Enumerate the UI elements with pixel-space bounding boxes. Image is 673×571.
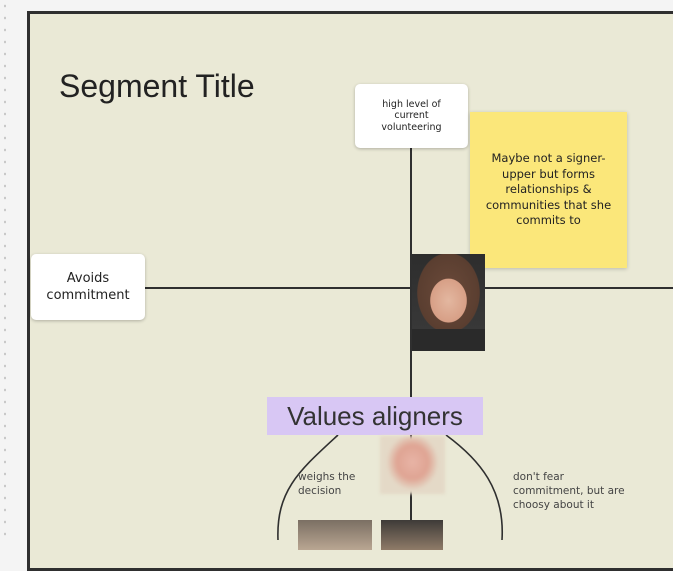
sticky-note-left-axis-text: Avoids commitment [46,271,130,303]
connector-curves [277,434,503,540]
cluster-right-note-text: don't fear commitment, but are choosy ab… [513,471,625,511]
cluster-right-note[interactable]: don't fear commitment, but are choosy ab… [513,470,633,512]
persona-thumbnail-left[interactable] [298,520,372,550]
canvas-dot-grid [0,0,14,540]
cluster-left-note[interactable]: weighs the decision [298,470,378,498]
sticky-note-yellow[interactable]: Maybe not a signer-upper but forms relat… [470,112,627,268]
sticky-note-top-axis[interactable]: high level of current volunteering [355,84,468,148]
segment-title[interactable]: Segment Title [59,68,255,104]
persona-photo[interactable] [412,254,485,351]
cluster-left-note-text: weighs the decision [298,471,356,497]
sticky-note-left-axis[interactable]: Avoids commitment [31,254,145,320]
sticky-note-top-axis-text: high level of current volunteering [381,98,442,133]
right-connector-curve[interactable] [445,434,503,540]
horizontal-axis-line[interactable] [140,287,673,289]
blurred-persona-photo[interactable] [380,436,445,494]
persona-thumbnail-right[interactable] [381,520,443,550]
vertical-axis-line[interactable] [410,148,412,548]
left-connector-curve[interactable] [277,434,339,540]
cluster-label[interactable]: Values aligners [267,397,483,435]
sticky-note-yellow-text: Maybe not a signer-upper but forms relat… [485,151,612,228]
